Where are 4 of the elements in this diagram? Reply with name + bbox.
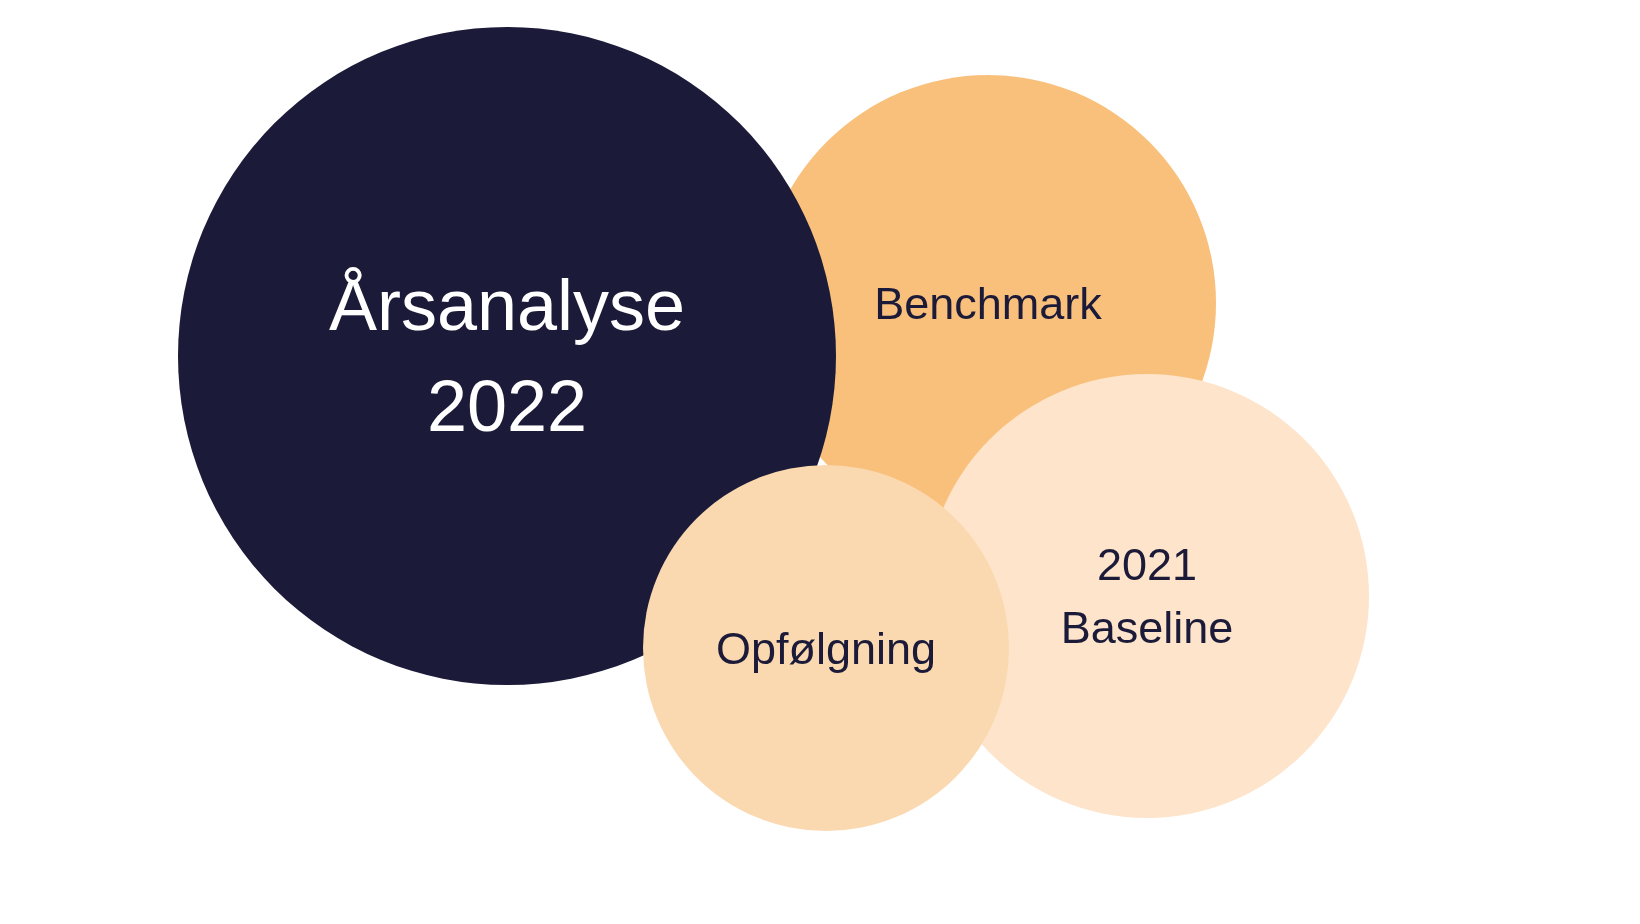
bubble-label: Benchmark <box>874 276 1102 331</box>
bubble-label: Opfølgning <box>715 621 937 676</box>
bubble-label: Årsanalyse 2022 <box>327 264 687 448</box>
bubble-label: 2021 Baseline <box>1059 538 1235 655</box>
